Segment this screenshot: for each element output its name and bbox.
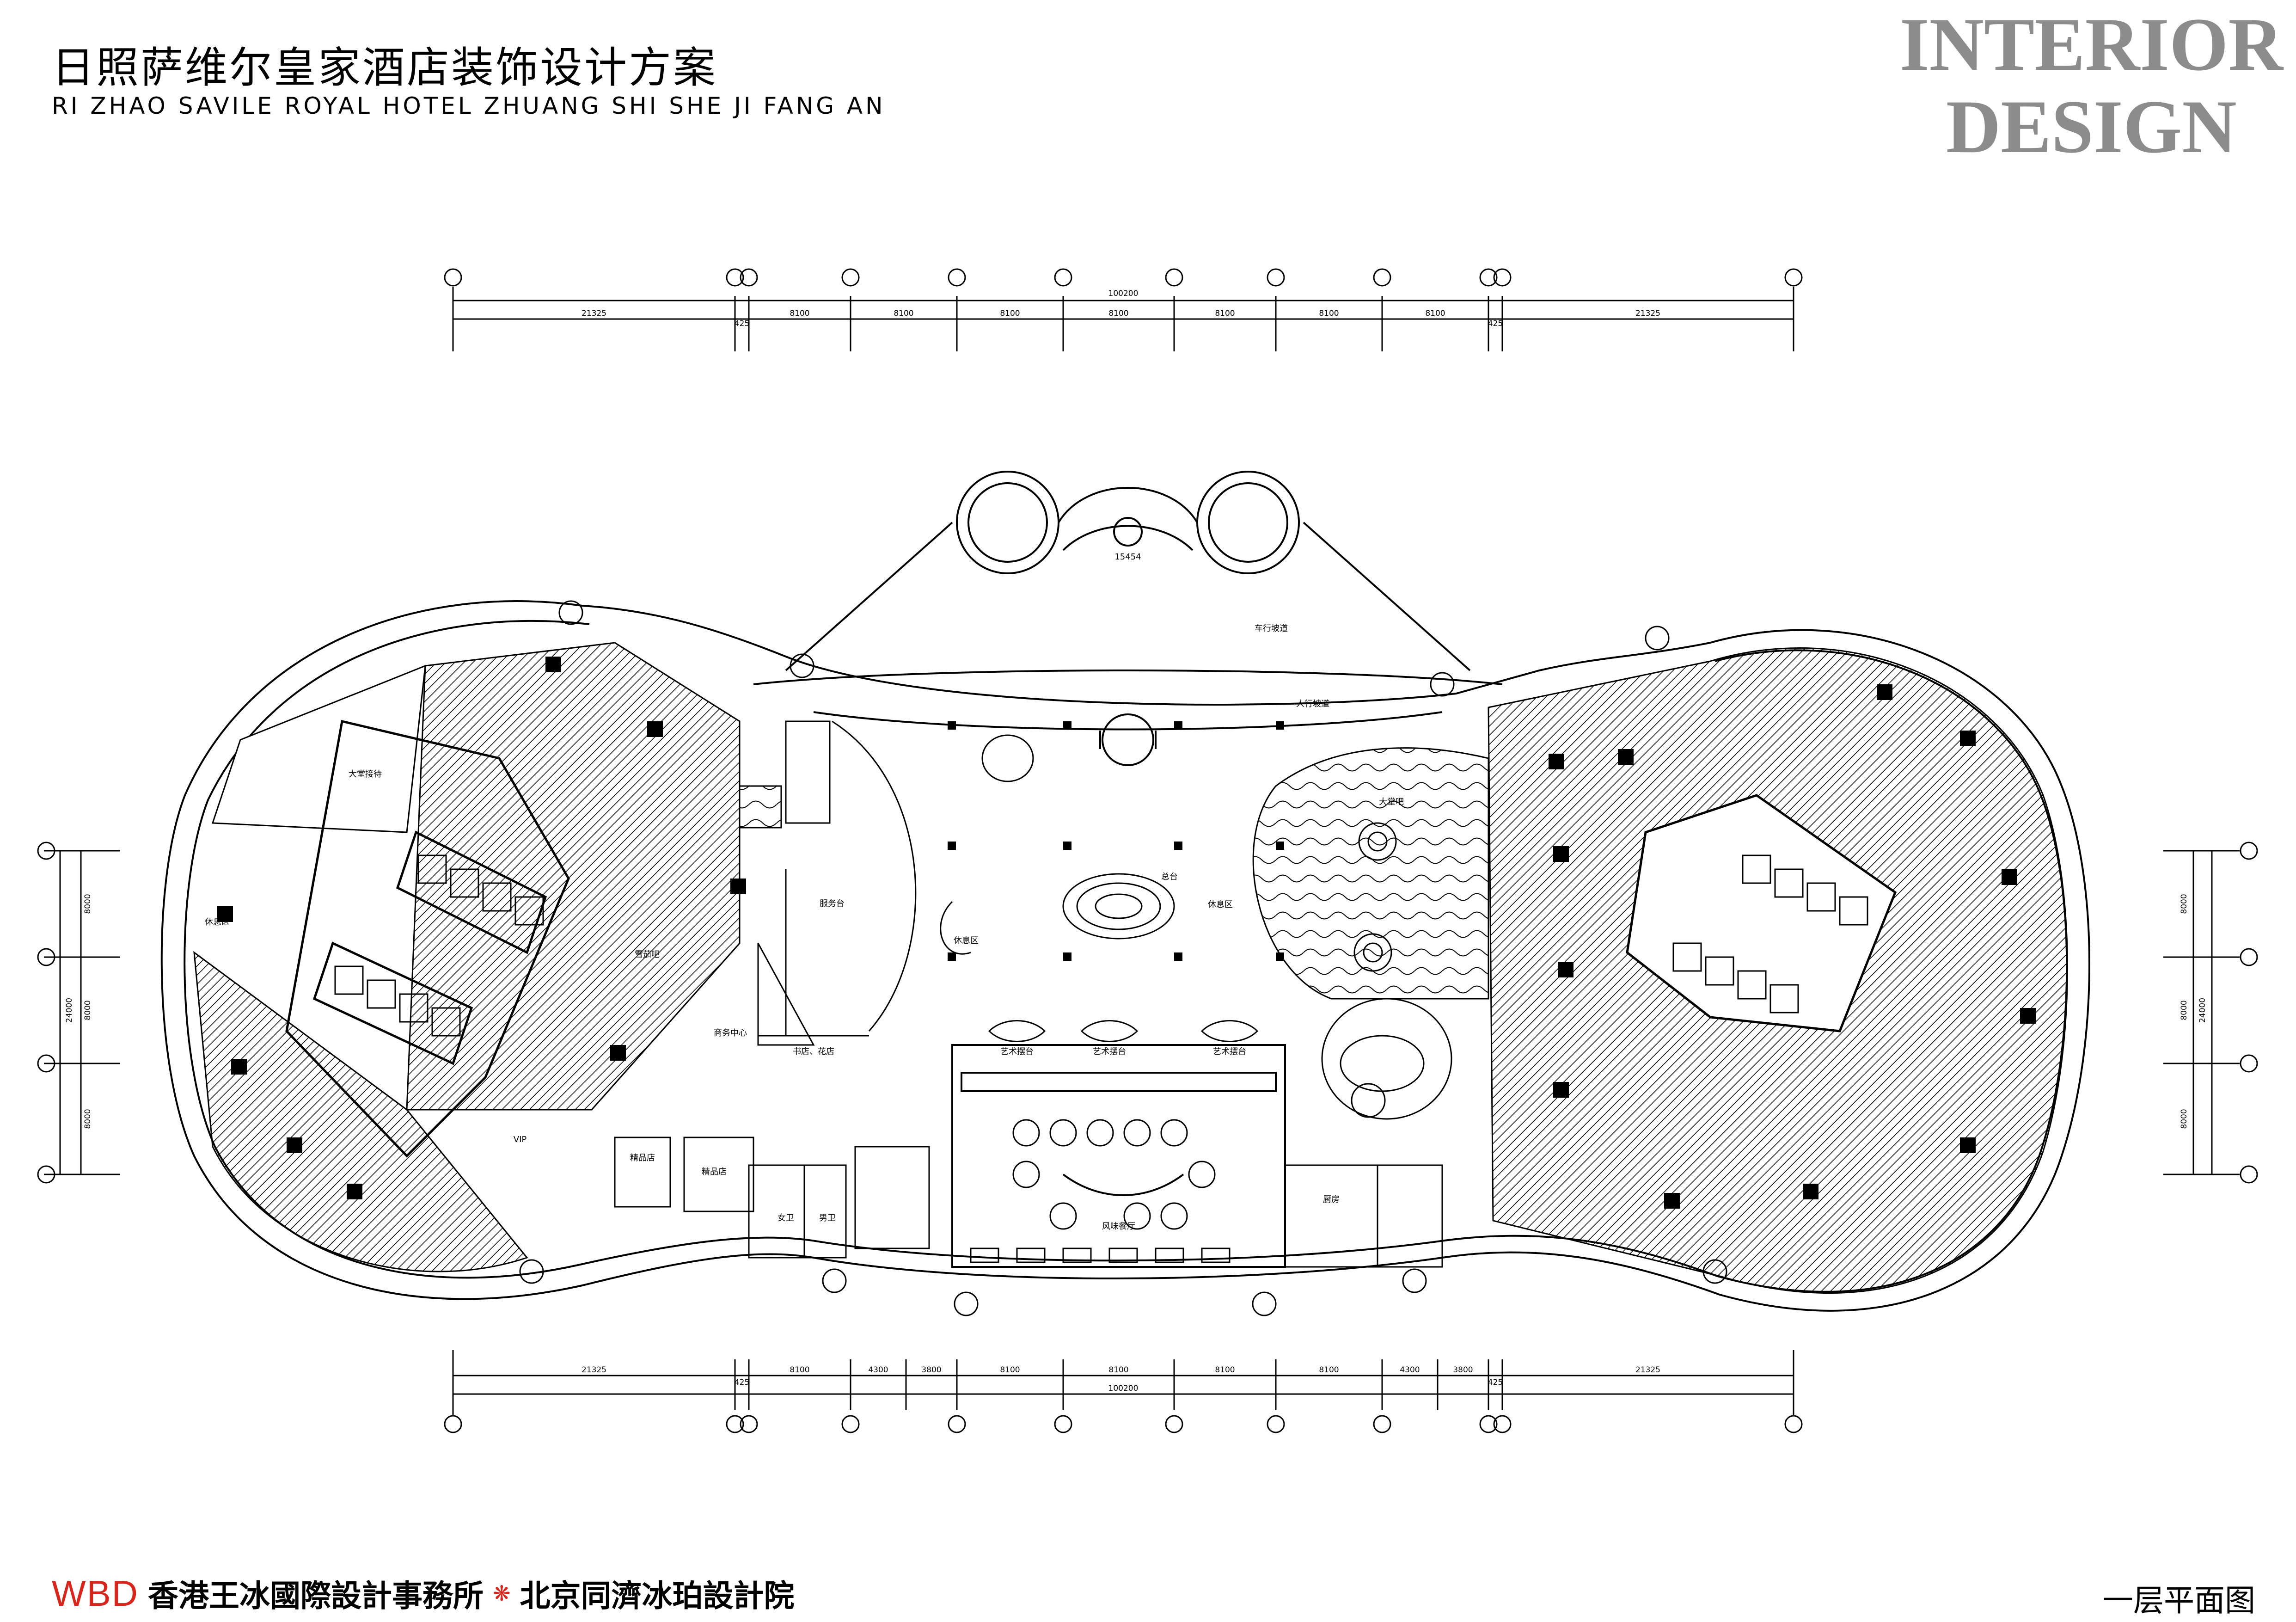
- label-vip: VIP: [514, 1135, 527, 1144]
- bottom-dim-seg: 425: [735, 1378, 749, 1387]
- art-displays: [988, 1020, 1259, 1042]
- sheet-title: 一层平面图: [2103, 1583, 2255, 1618]
- ped-ramp-label: 人行坡道: [1296, 699, 1329, 709]
- brand-line-1: INTERIOR: [1899, 3, 2283, 86]
- top-dim-total: 100200: [1108, 289, 1139, 298]
- landscape-trees: [519, 600, 1727, 1316]
- brand-line-2: DESIGN: [1946, 85, 2237, 169]
- bottom-dim-seg: 8100: [1108, 1365, 1128, 1375]
- label-art-display-1: 艺术摆台: [1000, 1047, 1034, 1057]
- top-dim-seg: 8100: [790, 309, 809, 318]
- left-wing-hatch: [193, 642, 741, 1272]
- label-snack-bar: 雪茄吧: [635, 950, 660, 959]
- left-dimension-chain: [37, 842, 120, 1184]
- lobby-feature: [940, 734, 1175, 955]
- service-desk-area: [739, 720, 917, 1046]
- label-womens-wc: 女卫: [778, 1213, 794, 1223]
- left-dim-seg: 8000: [83, 894, 92, 914]
- left-dim-total: 24000: [65, 998, 74, 1023]
- label-bookstore: 书店、花店: [793, 1047, 834, 1057]
- left-dim-seg: 8000: [83, 1000, 92, 1020]
- drawing-title-cn: 日照萨维尔皇家酒店装饰设计方案: [52, 43, 718, 92]
- label-rest-area-right: 休息区: [1208, 900, 1233, 909]
- label-retail-mid: 精品店: [702, 1167, 727, 1177]
- bottom-dim-seg: 4300: [1400, 1365, 1420, 1375]
- top-dim-seg: 8100: [1319, 309, 1339, 318]
- bottom-dim-seg: 425: [1488, 1378, 1503, 1387]
- right-dimension-chain: [2163, 842, 2258, 1184]
- bottom-service-rooms: [614, 1137, 1443, 1268]
- firm-separator-icon: ❋: [492, 1581, 511, 1606]
- label-rest-area-left: 休息区: [205, 917, 230, 927]
- right-dim-seg: 8000: [2180, 894, 2189, 914]
- lobby-bar-area: [1252, 747, 1489, 1120]
- firm-hk: 香港王冰國際設計事務所: [147, 1578, 484, 1614]
- firm-bj: 北京同濟冰珀設計院: [520, 1578, 795, 1614]
- top-dim-seg: 8100: [1108, 309, 1128, 318]
- label-business-center: 商务中心: [714, 1028, 747, 1038]
- restaurant-block: [951, 1044, 1286, 1268]
- label-art-display-3: 艺术摆台: [1213, 1047, 1246, 1057]
- bottom-dim-seg: 4300: [868, 1365, 888, 1375]
- label-cashier: 总台: [1161, 872, 1178, 882]
- label-art-display-2: 艺术摆台: [1093, 1047, 1126, 1057]
- top-dim-seg: 8100: [1425, 309, 1445, 318]
- right-dim-seg: 8000: [2180, 1109, 2189, 1129]
- bottom-dim-seg: 8100: [1000, 1365, 1020, 1375]
- right-dim-seg: 8000: [2180, 1000, 2189, 1020]
- firm-credits: WBD 香港王冰國際設計事務所 ❋ 北京同濟冰珀設計院: [52, 1571, 795, 1616]
- bottom-dim-seg: 3800: [921, 1365, 941, 1375]
- bottom-dim-seg: 3800: [1453, 1365, 1473, 1375]
- bottom-dim-seg: 21325: [1635, 1365, 1660, 1375]
- label-lobby-reception: 大堂接待: [349, 769, 382, 779]
- bottom-dim-seg: 8100: [1215, 1365, 1235, 1375]
- label-lobby-bar: 大堂吧: [1379, 797, 1404, 807]
- top-dim-seg: 21325: [1635, 309, 1660, 318]
- label-retail-left: 精品店: [630, 1153, 655, 1163]
- left-elevator-core: [285, 719, 570, 1158]
- top-dim-seg: 425: [735, 319, 749, 328]
- bottom-dimension-chain: [444, 1350, 1803, 1433]
- label-special-restaurant: 风味餐厅: [1102, 1222, 1135, 1231]
- top-dim-seg: 8100: [1000, 309, 1020, 318]
- top-dim-seg: 425: [1488, 319, 1503, 328]
- right-elevator-cars: [1672, 854, 1868, 1014]
- left-elevator-cars: [334, 854, 544, 1037]
- restaurant-tables: [970, 1119, 1231, 1263]
- bottom-dim-seg: 8100: [1319, 1365, 1339, 1375]
- right-dim-total: 24000: [2198, 998, 2207, 1023]
- interior-design-brand: INTERIOR DESIGN: [1900, 4, 2283, 168]
- label-kitchen: 厨房: [1323, 1195, 1340, 1204]
- label-service-desk: 服务台: [820, 899, 845, 909]
- bottom-dim-seg: 8100: [790, 1365, 809, 1375]
- car-ramp-label: 车行坡道: [1255, 624, 1288, 633]
- top-dim-seg: 8100: [1215, 309, 1235, 318]
- top-dimension-chain: [444, 268, 1803, 351]
- structural-columns: [217, 657, 2036, 1209]
- left-dim-seg: 8000: [83, 1109, 92, 1129]
- label-rest-area-center: 休息区: [954, 936, 979, 946]
- bottom-dim-total: 100200: [1108, 1384, 1139, 1393]
- label-mens-wc: 男卫: [819, 1213, 836, 1223]
- wbd-logo: WBD: [52, 1573, 139, 1614]
- entrance-canopy: [753, 471, 1503, 766]
- right-elevator-core: [1626, 794, 1897, 1032]
- entry-mark: 15454: [1114, 552, 1141, 562]
- top-dim-seg: 8100: [894, 309, 913, 318]
- top-dim-seg: 21325: [582, 309, 606, 318]
- drawing-title-en: RI ZHAO SAVILE ROYAL HOTEL ZHUANG SHI SH…: [52, 92, 886, 119]
- bottom-dim-seg: 21325: [582, 1365, 606, 1375]
